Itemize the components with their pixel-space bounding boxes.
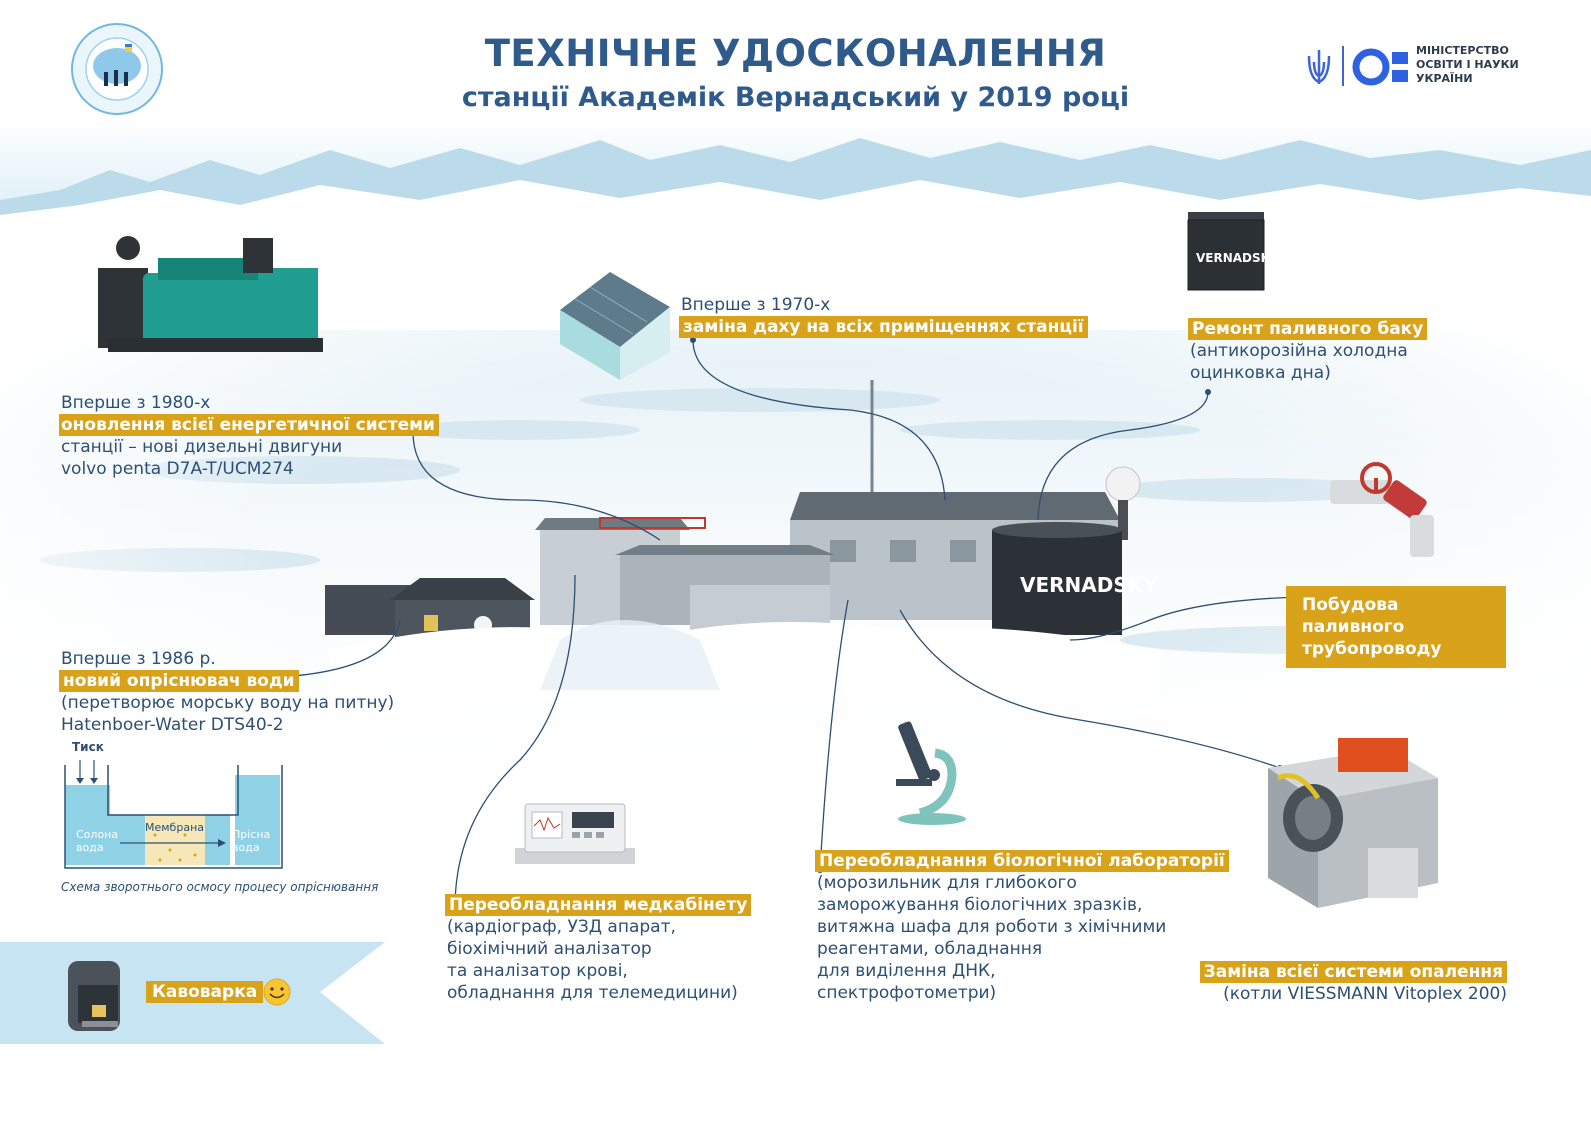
tank-highlight: Ремонт паливного баку bbox=[1188, 318, 1428, 340]
ministry-line-3: УКРАЇНИ bbox=[1416, 72, 1473, 85]
pipe-valve-icon bbox=[1330, 462, 1434, 557]
heating-line-2: (котли VIESSMANN Vitoplex 200) bbox=[1223, 984, 1507, 1004]
salt-water-label-2: вода bbox=[76, 841, 104, 854]
mon-logo-icon bbox=[1352, 48, 1408, 86]
fresh-water-label-2: вода bbox=[232, 841, 260, 854]
osmosis-diagram: Тиск Мембрана Солона вода Прісна вода bbox=[60, 740, 290, 875]
boiler-image bbox=[1268, 738, 1438, 908]
trident-icon bbox=[1307, 50, 1331, 84]
medical-line-3: та аналізатор крові, bbox=[447, 961, 628, 981]
roof-highlight: заміна даху на всіх приміщеннях станції bbox=[679, 316, 1088, 338]
desalinator-line-4: Hatenboer-Water DTS40-2 bbox=[61, 715, 284, 735]
page-subtitle: станції Академік Вернадський у 2019 році bbox=[461, 82, 1130, 113]
biolab-line-3: витяжна шафа для роботи з хімічними bbox=[817, 917, 1167, 937]
biolab-line-6: спектрофотометри) bbox=[817, 983, 997, 1003]
biolab-line-5: для виділення ДНК, bbox=[817, 961, 996, 981]
smiley-icon bbox=[263, 978, 291, 1006]
coffee-machine-icon bbox=[68, 961, 120, 1031]
biolab-highlight: Переобладнання біологічної лабораторії bbox=[815, 850, 1229, 872]
biolab-line-2: заморожування біологічних зразків, bbox=[817, 895, 1143, 915]
energy-lead: Вперше з 1980-х bbox=[61, 393, 211, 413]
medical-highlight: Переобладнання медкабінету bbox=[445, 894, 752, 916]
medical-device-icon bbox=[515, 803, 635, 864]
desalinator-highlight: новий опріснювач води bbox=[59, 670, 299, 692]
tank-icon-label: VERNADSKY bbox=[1196, 251, 1268, 265]
energy-line-4: volvo penta D7A-T/UCM274 bbox=[61, 459, 294, 479]
tank-line-3: оцинковка дна) bbox=[1190, 363, 1331, 383]
roof-lead: Вперше з 1970-х bbox=[681, 295, 831, 315]
medical-line-1: (кардіограф, УЗД апарат, bbox=[447, 917, 676, 937]
ministry-line-2: ОСВІТИ І НАУКИ bbox=[1416, 58, 1519, 71]
biolab-line-1: (морозильник для глибокого bbox=[817, 873, 1077, 893]
salt-water-label-1: Солона bbox=[76, 828, 119, 841]
membrane-label: Мембрана bbox=[145, 821, 204, 834]
ministry-logo: МІНІСТЕРСТВО ОСВІТИ І НАУКИ УКРАЇНИ bbox=[1304, 44, 1534, 90]
pipeline-line-1: Побудова паливного bbox=[1302, 595, 1405, 637]
desalinator-lead: Вперше з 1986 р. bbox=[61, 649, 216, 669]
antarctic-center-logo bbox=[70, 22, 164, 116]
microscope-icon bbox=[896, 721, 966, 825]
ministry-line-1: МІНІСТЕРСТВО bbox=[1416, 44, 1509, 57]
osmosis-caption: Схема зворотнього осмосу процесу опрісню… bbox=[61, 880, 379, 894]
pressure-label: Тиск bbox=[72, 740, 104, 754]
fresh-water-label-1: Прісна bbox=[232, 828, 271, 841]
medical-line-2: біохімічний аналізатор bbox=[447, 939, 652, 959]
tank-line-2: (антикорозійна холодна bbox=[1190, 341, 1408, 361]
energy-highlight: оновлення всієї енергетичної системи bbox=[59, 414, 439, 436]
desalinator-line-3: (перетворює морську воду на питну) bbox=[61, 693, 395, 713]
biolab-line-4: реагентами, обладнання bbox=[817, 939, 1043, 959]
diesel-generator-image bbox=[98, 236, 323, 352]
page-title: ТЕХНІЧНЕ УДОСКОНАЛЕННЯ bbox=[484, 32, 1107, 75]
house-roof-icon bbox=[560, 272, 670, 380]
coffee-label: Кавоварка bbox=[146, 981, 264, 1003]
heating-highlight: Заміна всієї системи опалення bbox=[1199, 961, 1507, 983]
pipeline-line-2: трубопроводу bbox=[1302, 639, 1442, 659]
medical-line-4: обладнання для телемедицини) bbox=[447, 983, 738, 1003]
fuel-tank-icon: VERNADSKY bbox=[1187, 212, 1268, 291]
pipeline-box: Побудова паливного трубопроводу bbox=[1286, 586, 1506, 668]
tank-logo-text: VERNADSKY bbox=[1020, 573, 1158, 597]
energy-line-3: станції – нові дизельні двигуни bbox=[61, 437, 343, 457]
